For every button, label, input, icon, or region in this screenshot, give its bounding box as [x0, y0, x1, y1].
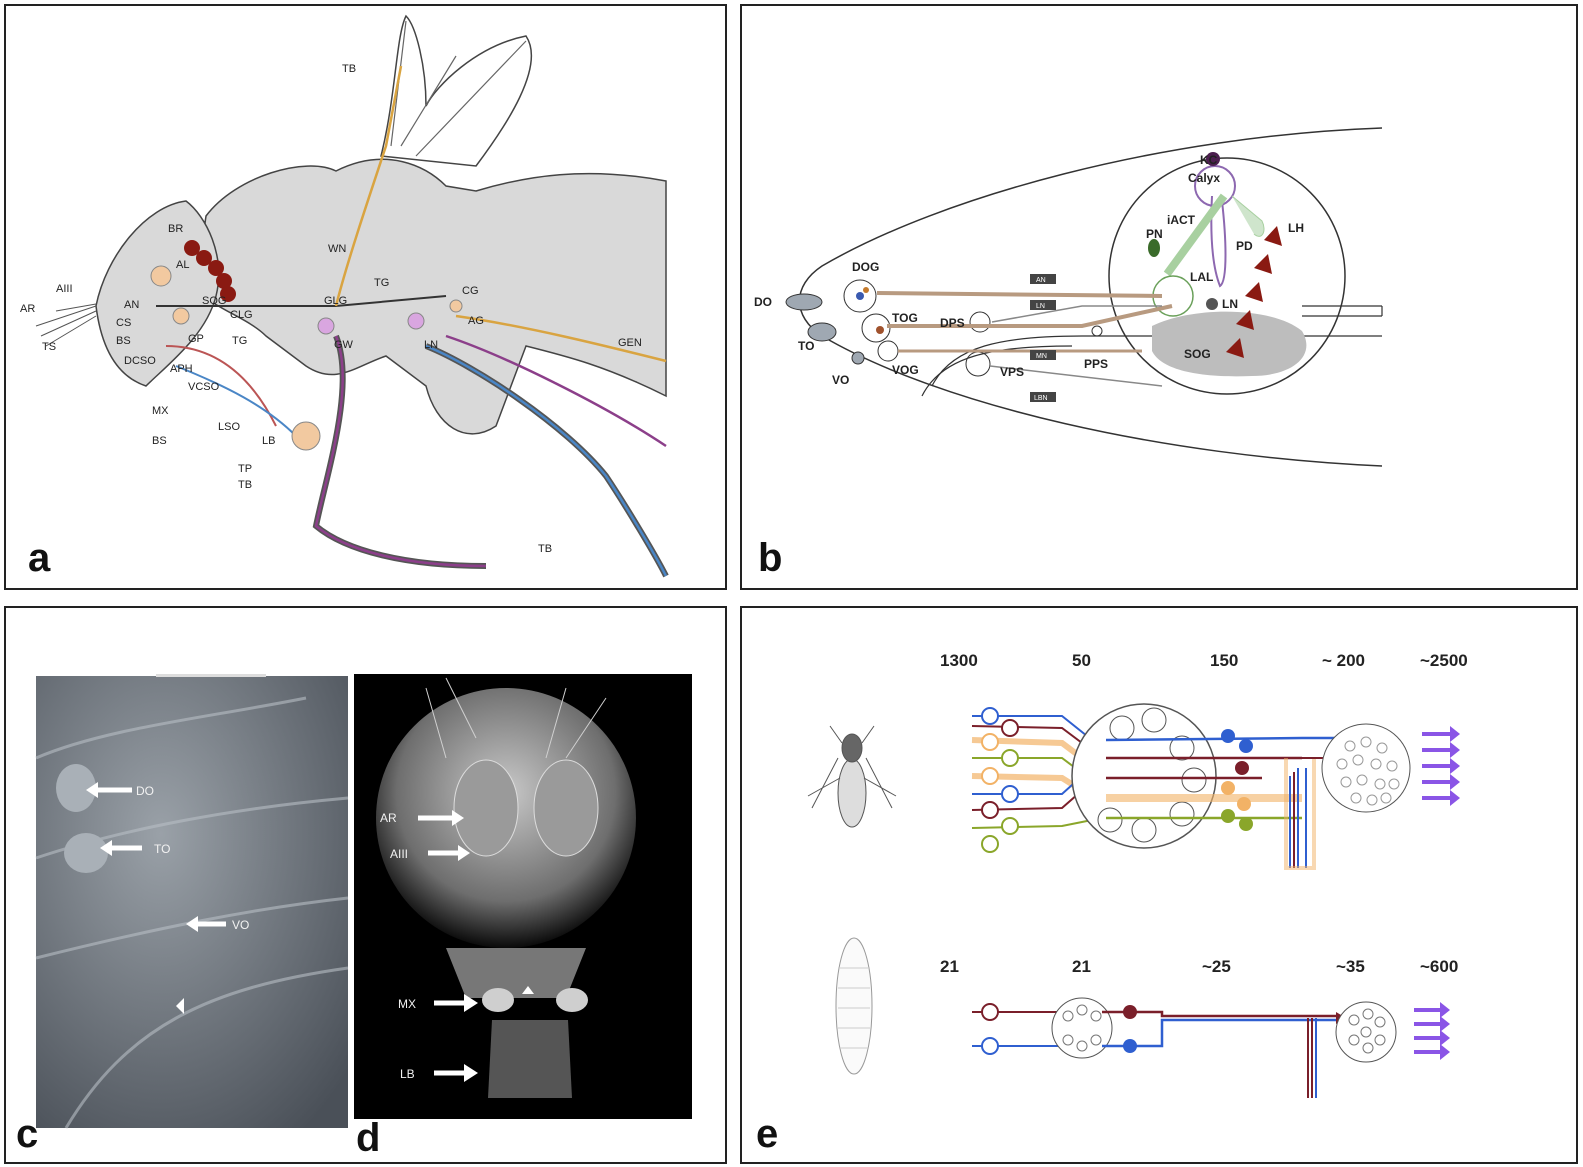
- panel-letter-e: e: [756, 1112, 779, 1156]
- label-VPS: VPS: [1000, 365, 1024, 379]
- nerve-LN: LN: [1036, 303, 1045, 310]
- label-MX: MX: [398, 997, 416, 1011]
- label-CS: CS: [116, 317, 131, 329]
- larva-count-pn: ~25: [1202, 957, 1231, 976]
- label-AIII: AIII: [56, 283, 73, 295]
- label-LAL: LAL: [1190, 270, 1213, 284]
- nerve-MN: MN: [1036, 353, 1047, 360]
- label-DO: DO: [136, 784, 154, 798]
- adult-antennal-lobe: [1071, 703, 1217, 849]
- label-TOG: TOG: [892, 311, 918, 325]
- label-TB3: TB: [538, 543, 552, 555]
- label-TG: TG: [374, 277, 389, 289]
- label-DO: DO: [754, 295, 772, 309]
- label-TO: TO: [154, 842, 170, 856]
- panel-letter-a: a: [28, 536, 51, 580]
- label-CLG: CLG: [230, 309, 253, 321]
- label-AR: AR: [380, 811, 397, 825]
- panel-letter-c: c: [16, 1112, 39, 1156]
- label-TO: TO: [798, 339, 814, 353]
- larva-count-orn: 21: [940, 957, 959, 976]
- larva-icon: [835, 937, 873, 1075]
- sem-images: DO TO VO AR AIII MX LB: [35, 674, 692, 1129]
- label-TB2: TB: [238, 479, 252, 491]
- label-KC: KC: [1200, 153, 1218, 167]
- label-LB: LB: [262, 435, 275, 447]
- label-VCSO: VCSO: [188, 381, 220, 393]
- label-TG2: TG: [232, 335, 247, 347]
- label-VO: VO: [832, 373, 849, 387]
- label-LSO: LSO: [218, 421, 240, 433]
- label-CG: CG: [462, 285, 479, 297]
- label-AIII: AIII: [390, 847, 408, 861]
- label-AL: AL: [176, 259, 189, 271]
- label-Calyx: Calyx: [1188, 171, 1220, 185]
- nerve-AN: AN: [1036, 277, 1046, 284]
- label-TS: TS: [42, 341, 56, 353]
- label-DOG: DOG: [852, 260, 879, 274]
- adult-fly-icon: [807, 725, 897, 828]
- adult-count-orn: 1300: [940, 651, 978, 670]
- sem-larva-image: [36, 676, 348, 1128]
- larva-count-ln: ~35: [1336, 957, 1365, 976]
- label-TP: TP: [238, 463, 252, 475]
- adult-fly-diagram: TB BR AL WN TG CG AIII AR AN CS TS BS SO…: [20, 14, 669, 578]
- nerve-LBN: LBN: [1034, 395, 1048, 402]
- label-LB: LB: [400, 1067, 415, 1081]
- panel-b: AN LN MN LBN KC Calyx iACT LH PN PD LAL …: [740, 4, 1578, 590]
- label-GP: GP: [188, 333, 204, 345]
- larva-head-diagram: AN LN MN LBN KC Calyx iACT LH PN PD LAL …: [754, 127, 1383, 467]
- label-SOG: SOG: [1184, 347, 1211, 361]
- adult-calyx: [1321, 723, 1411, 813]
- label-LH: LH: [1288, 221, 1304, 235]
- label-GLG: GLG: [324, 295, 347, 307]
- label-iACT: iACT: [1167, 213, 1196, 227]
- label-LN: LN: [1222, 297, 1238, 311]
- label-DPS: DPS: [940, 316, 965, 330]
- panel-cd: DO TO VO AR AIII MX LB c d: [4, 606, 727, 1164]
- label-BS2: BS: [152, 435, 167, 447]
- sog-region: [1152, 311, 1307, 377]
- fly-head-outline: [95, 200, 220, 387]
- label-WN: WN: [328, 243, 346, 255]
- larva-count-kc: ~600: [1420, 957, 1458, 976]
- label-AR: AR: [20, 303, 35, 315]
- larva-antennal-lobe: [1051, 997, 1113, 1059]
- label-MX: MX: [152, 405, 169, 417]
- olfactory-circuit-diagram: 1300 50 150 ~ 200 ~2500: [807, 651, 1468, 1098]
- label-DCSO: DCSO: [124, 355, 156, 367]
- label-PD: PD: [1236, 239, 1253, 253]
- larva-circuit: [972, 997, 1450, 1098]
- adult-count-ln: ~ 200: [1322, 651, 1365, 670]
- label-TB: TB: [342, 63, 356, 75]
- label-PPS: PPS: [1084, 357, 1108, 371]
- panel-e: 1300 50 150 ~ 200 ~2500: [740, 606, 1578, 1164]
- panel-a: TB BR AL WN TG CG AIII AR AN CS TS BS SO…: [4, 4, 727, 590]
- label-GW: GW: [334, 339, 354, 351]
- panel-letter-b: b: [758, 536, 783, 580]
- label-AN: AN: [124, 299, 139, 311]
- label-APH: APH: [170, 363, 193, 375]
- label-AG: AG: [468, 315, 484, 327]
- adult-count-pn: 150: [1210, 651, 1238, 670]
- label-VOG: VOG: [892, 363, 919, 377]
- label-BS: BS: [116, 335, 131, 347]
- label-VO: VO: [232, 918, 249, 932]
- adult-count-kc: ~2500: [1420, 651, 1468, 670]
- label-GEN: GEN: [618, 337, 642, 349]
- panel-letter-d: d: [356, 1116, 381, 1160]
- label-BR: BR: [168, 223, 183, 235]
- label-PN: PN: [1146, 227, 1163, 241]
- larva-count-glomeruli: 21: [1072, 957, 1091, 976]
- brain-hemisphere: [1108, 157, 1346, 395]
- label-LN: LN: [424, 339, 438, 351]
- adult-circuit: [971, 703, 1460, 870]
- adult-count-glomeruli: 50: [1072, 651, 1091, 670]
- label-SOG: SOG: [202, 295, 226, 307]
